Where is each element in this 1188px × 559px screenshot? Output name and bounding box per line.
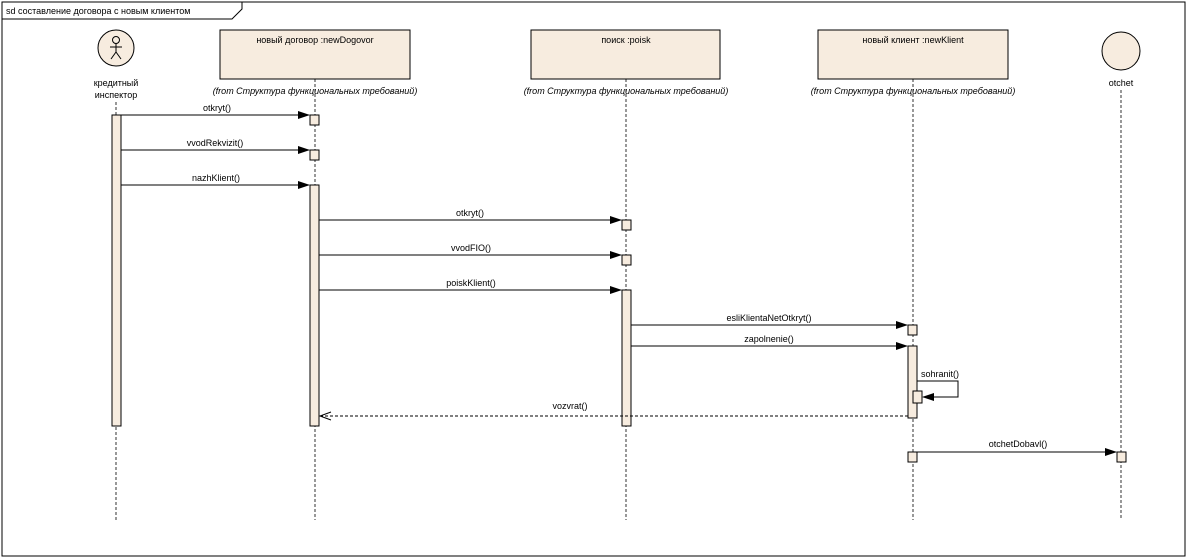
activation-actor xyxy=(111,114,122,427)
actor-label-line-1: кредитный xyxy=(94,78,139,88)
message-label: vvodFIO() xyxy=(451,243,491,253)
message-vvodFIO: vvodFIO() xyxy=(319,243,622,259)
participant-poisk: поиск :poisk (from Структура функциональ… xyxy=(524,29,728,520)
activation-newKlient-esliKlientaNetOtkryt xyxy=(907,324,918,336)
arrowhead-icon xyxy=(610,286,622,294)
arrowhead-icon xyxy=(1105,448,1117,456)
message-otchetDobavl: otchetDobavl() xyxy=(917,439,1117,456)
message-label: nazhKlient() xyxy=(192,173,240,183)
message-zapolnenie: zapolnenie() xyxy=(631,334,908,350)
activation-poisk-poiskKlient xyxy=(621,289,632,427)
arrowhead-icon xyxy=(298,111,310,119)
activation-otchet xyxy=(1116,451,1127,463)
participant-newKlient: новый клиент :newKlient (from Структура … xyxy=(811,29,1015,520)
message-label: sohranit() xyxy=(921,369,959,379)
object-box-newKlient xyxy=(817,29,1009,80)
arrowhead-icon xyxy=(896,321,908,329)
activation-poisk-otkryt xyxy=(621,219,632,231)
activation-newKlient-otchet xyxy=(907,451,918,463)
activation-newDogovor-otkryt xyxy=(309,114,320,126)
object-label-newKlient: новый клиент :newKlient xyxy=(862,35,964,45)
activation-newKlient-sohranit xyxy=(912,390,923,404)
message-poiskKlient: poiskKlient() xyxy=(319,278,622,294)
message-label: vvodRekvizit() xyxy=(187,138,244,148)
message-otkryt-2: otkryt() xyxy=(319,208,622,224)
message-esliKlientaNetOtkryt: esliKlientaNetOtkryt() xyxy=(631,313,908,329)
object-box-poisk xyxy=(530,29,721,80)
message-sohranit: sohranit() xyxy=(917,369,959,401)
object-label-poisk: поиск :poisk xyxy=(601,35,651,45)
message-label: otkryt() xyxy=(203,103,231,113)
message-vvodRekvizit: vvodRekvizit() xyxy=(121,138,310,154)
message-nazhKlient: nazhKlient() xyxy=(121,173,310,189)
message-label: esliKlientaNetOtkryt() xyxy=(726,313,811,323)
message-label: poiskKlient() xyxy=(446,278,496,288)
message-label: otchetDobavl() xyxy=(989,439,1048,449)
participant-otchet: otchet xyxy=(1101,31,1141,520)
actor-label-line-2: инспектор xyxy=(95,90,137,100)
frame-title-tab xyxy=(2,2,243,20)
entity-circle-icon xyxy=(1101,31,1141,71)
activation-newDogovor-nazhKlient xyxy=(309,184,320,427)
arrowhead-icon xyxy=(298,181,310,189)
message-vozvrat: vozvrat() xyxy=(318,401,908,421)
frame-title: sd составление договора с новым клиентом xyxy=(6,6,190,16)
arrowhead-icon xyxy=(922,393,934,401)
message-label: otkryt() xyxy=(456,208,484,218)
participant-actor: кредитный инспектор xyxy=(94,29,139,520)
message-otkryt-1: otkryt() xyxy=(121,103,310,119)
activation-newKlient-zapolnenie xyxy=(907,345,918,419)
object-label-newDogovor: новый договор :newDogovor xyxy=(256,35,373,45)
actor-stick-figure-icon xyxy=(97,29,135,67)
activation-poisk-vvodFIO xyxy=(621,254,632,266)
arrowhead-icon xyxy=(610,216,622,224)
open-arrowhead-icon xyxy=(318,411,332,421)
object-label-otchet: otchet xyxy=(1109,78,1134,88)
arrowhead-icon xyxy=(610,251,622,259)
object-box-newDogovor xyxy=(219,29,411,80)
arrowhead-icon xyxy=(896,342,908,350)
arrowhead-icon xyxy=(298,146,310,154)
message-label: vozvrat() xyxy=(552,401,587,411)
activation-newDogovor-vvodRekvizit xyxy=(309,149,320,161)
message-label: zapolnenie() xyxy=(744,334,794,344)
